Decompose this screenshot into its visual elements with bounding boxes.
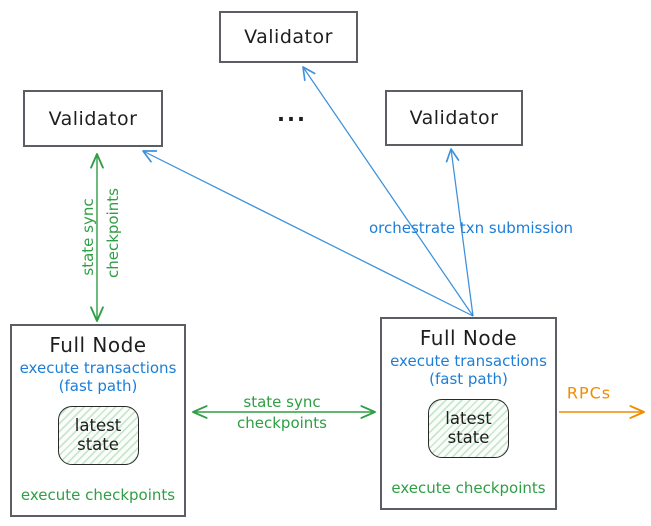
validator-box-left: Validator — [23, 90, 163, 147]
execute-checkpoints-label: execute checkpoints — [20, 486, 176, 504]
full-node-box-left: Full Node execute transactions (fast pat… — [10, 324, 186, 517]
validator-label: Validator — [48, 107, 138, 130]
execute-checkpoints-label: execute checkpoints — [391, 479, 546, 497]
validators-ellipsis: ... — [277, 102, 307, 126]
latest-state-box: latest state — [428, 399, 509, 458]
full-node-title: Full Node — [419, 326, 518, 350]
validator-box-center: Validator — [219, 11, 358, 63]
full-node-title: Full Node — [49, 333, 147, 357]
fast-path-label: (fast path) — [429, 370, 508, 388]
full-node-box-right: Full Node execute transactions (fast pat… — [380, 317, 557, 510]
execute-transactions-label: execute transactions — [390, 352, 547, 370]
latest-state-line1: latest — [445, 409, 492, 429]
execute-transactions-label: execute transactions — [19, 359, 177, 377]
latest-state-line1: latest — [74, 416, 122, 436]
orchestrate-arrow-to-validator-right — [445, 148, 474, 317]
state-sync-label-middle-line1: state sync — [243, 393, 321, 411]
state-sync-label-middle-line2: checkpoints — [237, 414, 327, 432]
latest-state-line2: state — [447, 427, 490, 447]
orchestrate-arrow-to-validator-left — [142, 150, 474, 317]
orchestrate-arrow-to-validator-center — [302, 66, 474, 317]
validator-label: Validator — [409, 107, 499, 129]
validator-label: Validator — [244, 26, 333, 48]
validator-box-right: Validator — [385, 90, 523, 146]
orchestrate-txn-submission-label: orchestrate txn submission — [368, 219, 574, 237]
latest-state-line2: state — [77, 434, 119, 454]
rpcs-label: RPCs — [566, 383, 612, 403]
state-sync-label-vertical-line2: checkpoints — [104, 188, 122, 278]
fast-path-label: (fast path) — [58, 377, 138, 395]
state-sync-label-vertical-line1: state sync — [79, 198, 97, 276]
latest-state-box: latest state — [57, 406, 139, 465]
